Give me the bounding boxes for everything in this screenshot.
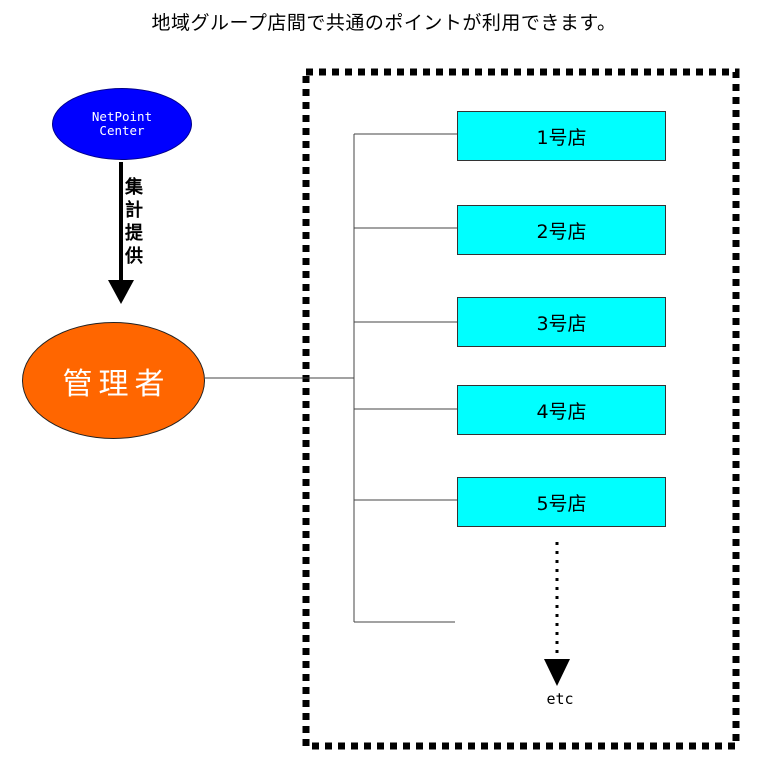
manager-node: 管理者 <box>22 322 205 439</box>
label-char: 計 <box>125 200 143 221</box>
store-box-1: 1号店 <box>457 111 666 161</box>
store-box-5: 5号店 <box>457 477 666 527</box>
store-box-2: 2号店 <box>457 205 666 255</box>
label-char: 供 <box>125 246 143 267</box>
netpoint-center-node: NetPoint Center <box>52 88 192 160</box>
label-char: 提 <box>125 223 143 244</box>
label-char: 集 <box>125 177 143 198</box>
page-title: 地域グループ店間で共通のポイントが利用できます。 <box>151 12 617 34</box>
store-box-4: 4号店 <box>457 385 666 435</box>
store-box-3: 3号店 <box>457 297 666 347</box>
aggregate-provide-label: 集 計 提 供 <box>124 176 144 268</box>
store-group-boundary <box>302 68 740 750</box>
aggregate-arrow-head <box>108 280 134 304</box>
continuation-label: etc <box>546 690 574 708</box>
continuation-arrow-head <box>544 659 570 686</box>
